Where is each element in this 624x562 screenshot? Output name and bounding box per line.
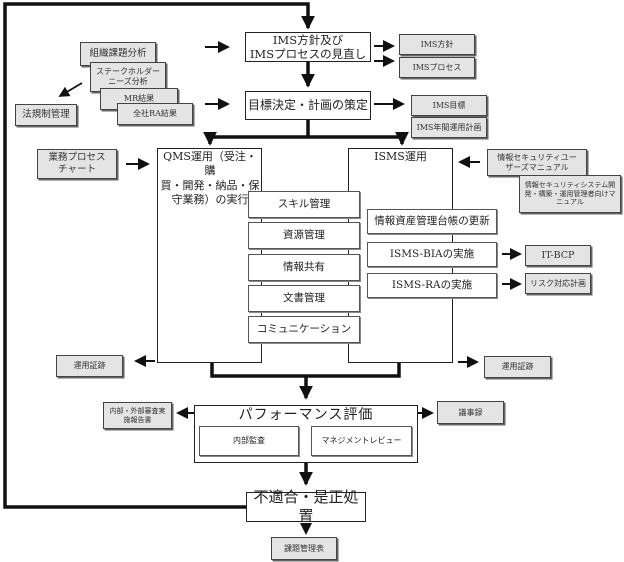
user-manual-line1: 情報セキュリティユー <box>497 152 577 162</box>
process-chart-line1: 業務プロセス <box>48 152 106 164</box>
stakeholder-line1: ステークホルダー <box>96 67 160 76</box>
activity-skill-label: スキル管理 <box>277 197 331 210</box>
isms-evidence-label: 運用証跡 <box>501 362 534 371</box>
nonconformity-correction-box: 不適合・是正処置 <box>246 488 366 525</box>
company-ra-label: 全社RA結果 <box>133 109 177 118</box>
isms-evidence-box: 運用証跡 <box>484 356 551 378</box>
mr-results-label: MR結果 <box>123 94 155 103</box>
objectives-box: 目標決定・計画の策定 <box>245 91 371 120</box>
management-review-box: マネジメントレビュー <box>311 426 412 456</box>
to-legal-arrow <box>58 82 83 97</box>
activity-skill: スキル管理 <box>248 191 360 218</box>
audit-report-box: 内部・外部審査実 施報告書 <box>103 402 172 429</box>
isms-lane-title: ISMS運用 <box>348 150 453 164</box>
activity-info-sharing: 情報共有 <box>248 254 360 281</box>
process-chart-box: 業務プロセス チャート <box>37 149 117 179</box>
internal-audit-box: 内部監査 <box>199 426 299 456</box>
activity-communication: コミュニケーション <box>248 316 360 343</box>
ims-process-box: IMSプロセス <box>399 57 475 78</box>
it-bcp-box: IT-BCP <box>525 245 591 266</box>
ims-policy-label: IMS方針 <box>420 39 454 49</box>
process-chart-line2: チャート <box>58 164 96 175</box>
ims-review-line2: IMSプロセスの見直し <box>249 47 367 61</box>
qms-title-line3: 守業務）の実行 <box>171 192 249 206</box>
split-to-qms-arrow <box>203 131 308 146</box>
activity-documents: 文書管理 <box>248 285 360 312</box>
qms-evidence-label: 運用証跡 <box>73 361 106 370</box>
performance-evaluation-title: パフォーマンス評価 <box>194 404 418 424</box>
dev-manual-line2: 発・構築・運用管理者向けマ <box>524 189 616 198</box>
dev-manual-line3: ニュアル <box>556 198 584 207</box>
ims-goals-label: IMS目標 <box>432 100 466 110</box>
objectives-label: 目標決定・計画の策定 <box>247 98 368 112</box>
isms-title-label: ISMS運用 <box>374 150 427 163</box>
activity-info-sharing-label: 情報共有 <box>283 260 325 273</box>
activity-communication-label: コミュニケーション <box>256 322 352 335</box>
management-review-label: マネジメントレビュー <box>321 436 402 445</box>
isms-step-asset-update: 情報資産管理台帳の更新 <box>367 209 497 234</box>
isms-step-bia: ISMS-BIAの実施 <box>367 242 497 267</box>
ra-label: ISMS-RAの実施 <box>391 278 473 291</box>
asset-update-label: 情報資産管理台帳の更新 <box>374 214 490 227</box>
dev-manual-line1: 情報セキュリティシステム開 <box>524 180 616 189</box>
qms-lane <box>157 148 262 363</box>
activity-resources: 資源管理 <box>248 222 360 249</box>
ims-goals-box: IMS目標 <box>411 95 487 116</box>
stakeholder-line2: ニーズ分析 <box>108 77 148 86</box>
bia-label: ISMS-BIAの実施 <box>389 247 475 260</box>
minutes-box: 議事録 <box>437 401 504 424</box>
stakeholder-needs-box: ステークホルダー ニーズ分析 <box>90 62 166 92</box>
legal-management-box: 法規制管理 <box>15 104 77 126</box>
ims-review-line1: IMS方針及び <box>272 32 344 47</box>
split-to-isms-arrow <box>308 131 409 146</box>
risk-plan-label: リスク対応計画 <box>530 278 586 288</box>
ims-process-label: IMSプロセス <box>412 62 462 72</box>
it-bcp-label: IT-BCP <box>541 249 575 261</box>
ims-policy-box: IMS方針 <box>399 34 475 55</box>
qms-lane-title: QMS運用（受注・購 買・開発・納品・保 守業務）の実行 <box>160 150 260 207</box>
activity-resources-label: 資源管理 <box>283 228 325 241</box>
feedback-loop-line <box>3 2 315 509</box>
org-issues-label: 組織課題分析 <box>89 48 147 60</box>
qms-title-line1: QMS運用（受注・購 <box>163 150 257 178</box>
isms-step-ra: ISMS-RAの実施 <box>367 273 497 298</box>
risk-plan-box: リスク対応計画 <box>525 273 591 294</box>
minutes-label: 議事録 <box>458 407 483 417</box>
user-manual-line2: ザーズマニュアル <box>505 162 569 172</box>
ims-annual-plan-label: IMS年間運用計画 <box>416 122 482 132</box>
ims-review-box: IMS方針及び IMSプロセスの見直し <box>245 32 371 62</box>
correction-title-label: 不適合・是正処置 <box>253 488 359 525</box>
qms-evidence-box: 運用証跡 <box>56 355 123 377</box>
user-manual-box: 情報セキュリティユー ザーズマニュアル <box>487 149 587 176</box>
evaluation-title-label: パフォーマンス評価 <box>238 407 374 423</box>
legal-label: 法規制管理 <box>22 109 70 121</box>
internal-audit-label: 内部監査 <box>233 436 265 445</box>
audit-report-line1: 内部・外部審査実 <box>109 406 166 415</box>
issue-table-label: 課題管理表 <box>284 543 324 553</box>
audit-report-line2: 施報告書 <box>123 415 152 424</box>
dev-manual-box: 情報セキュリティシステム開 発・構築・運用管理者向けマ ニュアル <box>519 175 621 213</box>
ims-annual-plan-box: IMS年間運用計画 <box>411 117 487 138</box>
company-ra-results-box: 全社RA結果 <box>117 103 193 125</box>
activity-documents-label: 文書管理 <box>283 291 325 304</box>
issue-table-box: 課題管理表 <box>271 537 337 560</box>
qms-title-line2: 買・開発・納品・保 <box>160 178 260 192</box>
merge-line <box>210 363 401 378</box>
